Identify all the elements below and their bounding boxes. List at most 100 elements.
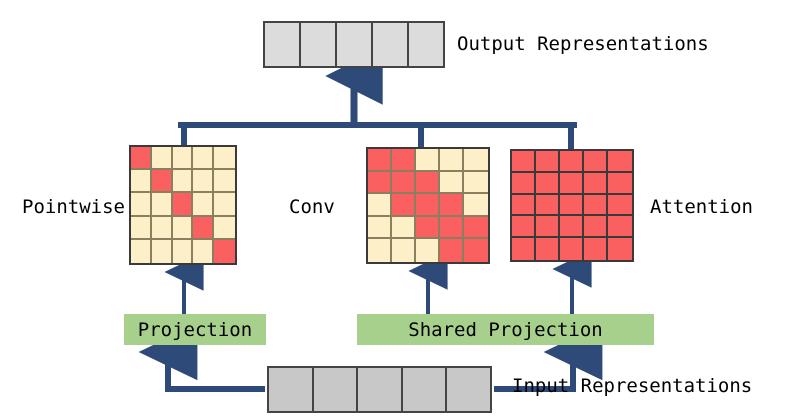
attention-cell [536, 238, 560, 260]
attention-matrix [510, 149, 634, 262]
pointwise-cell [172, 239, 194, 263]
pointwise-cell [172, 193, 194, 217]
input-token-cell [269, 368, 314, 411]
conv-cell [416, 149, 440, 172]
attention-cell [560, 194, 584, 217]
output-token-cell [337, 23, 373, 66]
conv-cell [416, 171, 440, 195]
output-token-cell [373, 23, 409, 66]
pointwise-cell [151, 239, 173, 263]
attention-cell [608, 194, 632, 217]
conv-cell [368, 239, 392, 262]
edge-input-to-projection [138, 323, 265, 392]
pointwise-cell [151, 216, 173, 240]
pointwise-cell [193, 216, 215, 240]
conv-cell [464, 194, 488, 217]
conv-matrix [366, 147, 490, 264]
conv-label: Conv [289, 196, 335, 218]
conv-cell [440, 171, 464, 195]
pointwise-cell [214, 193, 235, 217]
pointwise-cell [214, 239, 235, 263]
input-token-cell [447, 368, 490, 411]
conv-cell [440, 194, 464, 217]
conv-cell [440, 149, 464, 172]
pointwise-cell [151, 193, 173, 217]
attention-cell [584, 216, 608, 239]
input-representations-label: Input Representations [512, 375, 753, 397]
input-token-cell [313, 368, 359, 411]
conv-cell [392, 194, 416, 217]
conv-cell [368, 171, 392, 195]
pointwise-cell [172, 170, 194, 194]
conv-cell [464, 216, 488, 240]
shared-projection-box-label: Shared Projection [408, 318, 603, 341]
pointwise-cell [193, 239, 215, 263]
pointwise-cell [131, 216, 152, 240]
attention-cell [512, 216, 536, 239]
output-token-cell [265, 23, 301, 66]
input-representations-strip [267, 366, 492, 413]
attention-cell [584, 151, 608, 173]
pointwise-cell [151, 170, 173, 194]
attention-cell [608, 238, 632, 260]
attention-cell [560, 172, 584, 195]
conv-cell [416, 216, 440, 240]
pointwise-cell [131, 170, 152, 194]
pointwise-label: Pointwise [22, 196, 125, 218]
attention-cell [536, 151, 560, 173]
conv-cell [440, 216, 464, 240]
attention-cell [536, 216, 560, 239]
projection-box[interactable]: Projection [124, 314, 266, 345]
projection-box-label: Projection [137, 318, 253, 341]
attention-cell [560, 151, 584, 173]
conv-cell [368, 194, 392, 217]
attention-cell [560, 238, 584, 260]
conv-cell [464, 171, 488, 195]
output-representations-label: Output Representations [457, 33, 709, 55]
pointwise-cell [193, 147, 215, 171]
conv-cell [440, 239, 464, 262]
pointwise-cell [193, 193, 215, 217]
attention-label: Attention [650, 196, 753, 218]
pointwise-matrix [129, 145, 237, 265]
conv-cell [368, 149, 392, 172]
output-representations-strip [263, 21, 445, 68]
conv-cell [392, 171, 416, 195]
output-token-cell [409, 23, 443, 66]
edge-input-to-shared-projection [494, 323, 603, 392]
pointwise-cell [172, 147, 194, 171]
pointwise-cell [131, 239, 152, 263]
input-token-cell [358, 368, 403, 411]
attention-cell [608, 151, 632, 173]
attention-cell [536, 172, 560, 195]
attention-cell [512, 172, 536, 195]
pointwise-cell [131, 147, 152, 171]
shared-projection-box[interactable]: Shared Projection [357, 314, 654, 345]
pointwise-cell [214, 170, 235, 194]
conv-cell [416, 239, 440, 262]
output-token-cell [301, 23, 337, 66]
attention-cell [584, 194, 608, 217]
attention-cell [512, 151, 536, 173]
conv-cell [392, 216, 416, 240]
pointwise-cell [172, 216, 194, 240]
attention-cell [608, 216, 632, 239]
attention-cell [608, 172, 632, 195]
attention-cell [512, 238, 536, 260]
pointwise-cell [151, 147, 173, 171]
conv-cell [416, 194, 440, 217]
pointwise-cell [214, 216, 235, 240]
pointwise-cell [214, 147, 235, 171]
pointwise-cell [193, 170, 215, 194]
conv-cell [392, 239, 416, 262]
input-token-cell [402, 368, 448, 411]
pointwise-cell [131, 193, 152, 217]
conv-cell [368, 216, 392, 240]
conv-cell [464, 239, 488, 262]
attention-cell [512, 194, 536, 217]
attention-cell [584, 238, 608, 260]
attention-cell [560, 216, 584, 239]
conv-cell [464, 149, 488, 172]
